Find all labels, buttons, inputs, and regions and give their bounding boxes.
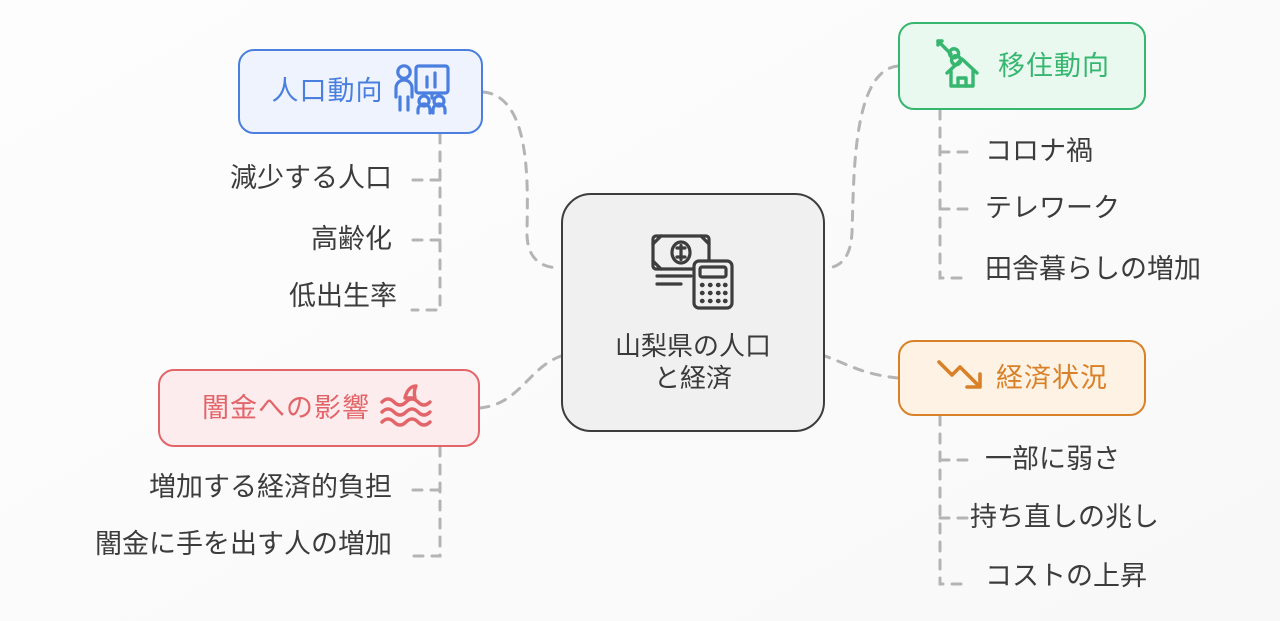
center-node-title: 山梨県の人口と経済 (614, 330, 771, 394)
leaf-economy-1[interactable]: 持ち直しの兆し (970, 502, 1159, 532)
wire-center-loan (478, 354, 563, 410)
leaf-loan-0[interactable]: 増加する経済的負担 (149, 472, 392, 502)
wire-center-economy (823, 354, 900, 380)
branch-node-population[interactable]: 人口動向 (238, 49, 483, 134)
wire-spine-migration (938, 108, 970, 280)
leaf-economy-0[interactable]: 一部に弱さ (985, 444, 1120, 474)
branch-label-economy: 経済状況 (996, 362, 1108, 393)
money-calculator-icon (650, 231, 736, 316)
leaf-migration-1[interactable]: テレワーク (985, 193, 1120, 223)
wire-center-population (481, 90, 563, 270)
center-node[interactable]: 山梨県の人口と経済 (561, 193, 825, 432)
wire-spine-population (410, 132, 442, 312)
leaf-population-1[interactable]: 高齢化 (311, 224, 392, 254)
branch-label-population: 人口動向 (271, 76, 384, 106)
leaf-migration-0[interactable]: コロナ禍 (985, 136, 1093, 166)
leaf-economy-2[interactable]: コストの上昇 (985, 561, 1147, 591)
leaf-migration-2[interactable]: 田舎暮らしの増加 (985, 254, 1201, 284)
wire-spine-economy (938, 414, 970, 586)
wire-center-migration (823, 64, 900, 270)
branch-node-loan[interactable]: 闇金への影響 (158, 369, 480, 447)
branch-label-migration: 移住動向 (998, 50, 1110, 81)
branch-node-economy[interactable]: 経済状況 (898, 340, 1146, 416)
house-moving-icon (934, 37, 988, 96)
shark-fin-waves-icon (380, 383, 436, 433)
branch-node-migration[interactable]: 移住動向 (898, 22, 1146, 110)
leaf-loan-1[interactable]: 闇金に手を出す人の増加 (95, 529, 392, 559)
trend-down-arrow-icon (936, 358, 986, 399)
leaf-population-2[interactable]: 低出生率 (289, 281, 397, 311)
presentation-people-icon (393, 63, 450, 120)
leaf-population-0[interactable]: 減少する人口 (230, 163, 392, 193)
branch-label-loan: 闇金への影響 (202, 392, 370, 423)
wire-spine-loan (410, 445, 442, 558)
